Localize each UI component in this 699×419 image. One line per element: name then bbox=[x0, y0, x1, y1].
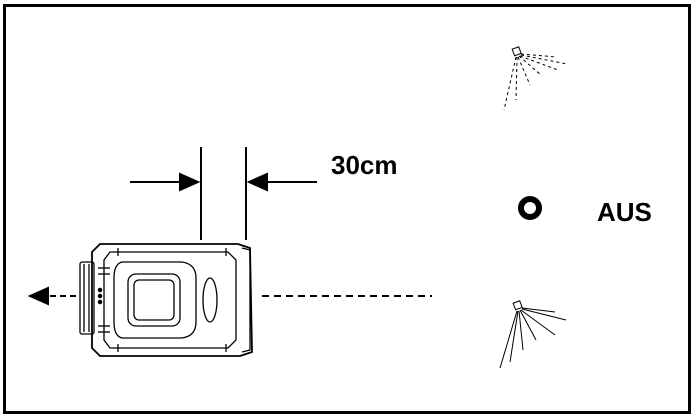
state-label: AUS bbox=[597, 197, 652, 227]
direction-arrow bbox=[27, 286, 80, 306]
off-ring-icon bbox=[518, 196, 542, 220]
dimension-arrow-left-head bbox=[179, 172, 201, 192]
sprinkler-icon bbox=[503, 46, 568, 111]
robotic-mower-icon bbox=[79, 243, 253, 357]
dimension-marker bbox=[130, 147, 317, 240]
distance-label: 30cm bbox=[331, 150, 398, 180]
sprinkler-icon bbox=[499, 300, 567, 369]
arrow-left-icon bbox=[27, 286, 49, 306]
dimension-arrow-right-head bbox=[246, 172, 268, 192]
diagram-frame bbox=[3, 4, 691, 414]
